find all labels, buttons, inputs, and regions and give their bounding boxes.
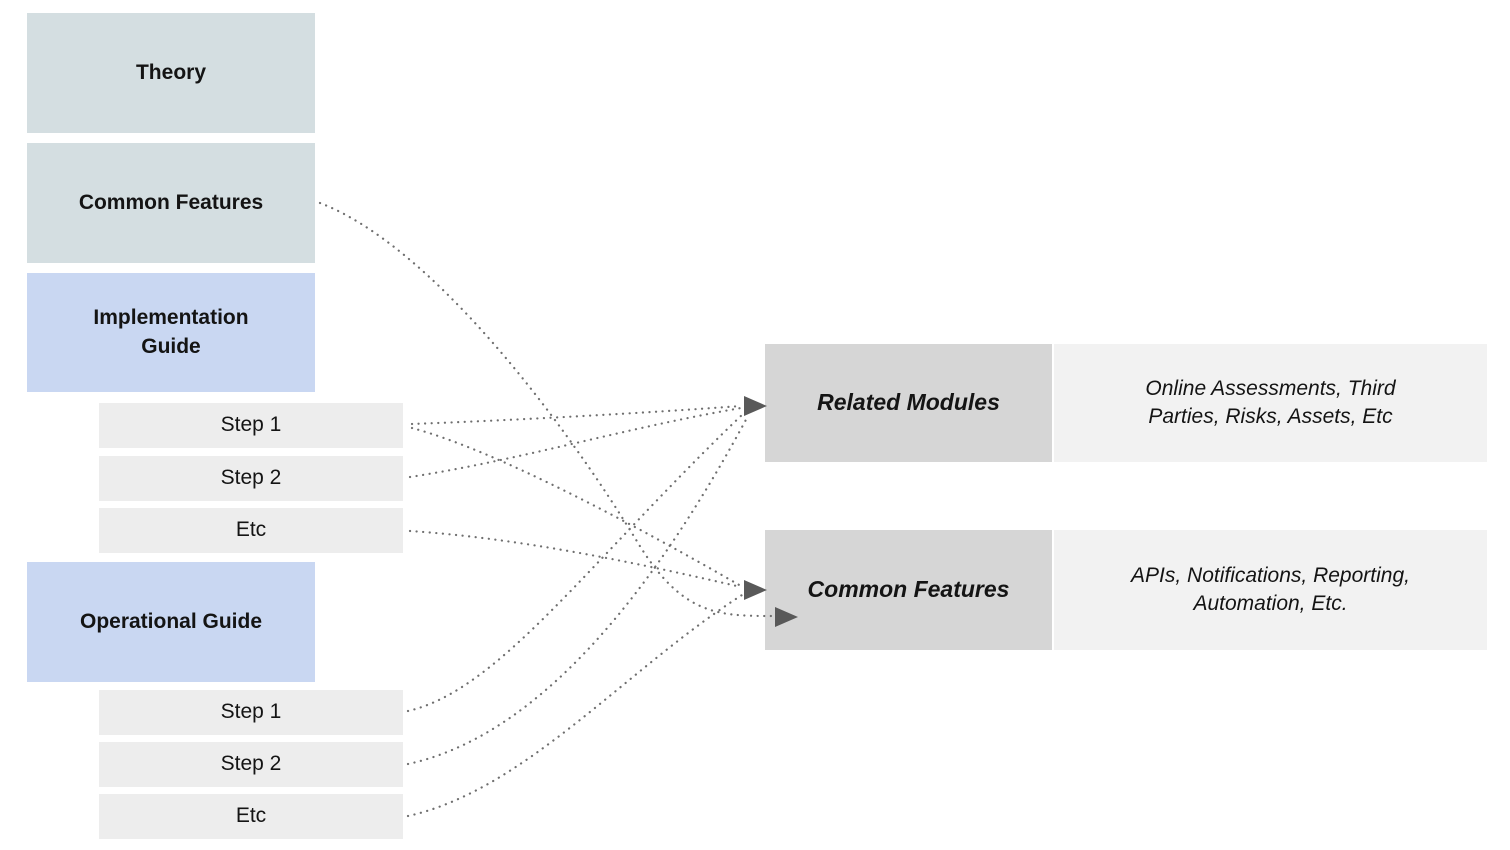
implementation-step-etc-box: Etc: [99, 508, 403, 553]
arrow-impl-step1-to-related-modules: [410, 404, 743, 426]
common-features-right-label: Common Features: [807, 576, 1010, 603]
implementation-step-etc-label: Etc: [235, 518, 267, 542]
implementation-guide-label: Implementation Guide: [93, 306, 249, 358]
implementation-step-2-box: Step 2: [99, 456, 403, 501]
operational-step-2-box: Step 2: [99, 742, 403, 787]
arrowhead-related-modules-icon: [744, 396, 767, 416]
arrow-op-step2-to-related-modules: [406, 414, 750, 766]
operational-step-1-label: Step 1: [220, 700, 282, 724]
arrow-op-step1-to-related-modules: [406, 410, 747, 713]
implementation-guide-box: Implementation Guide: [27, 273, 315, 392]
operational-step-2-label: Step 2: [220, 752, 282, 776]
theory-label: Theory: [135, 60, 206, 84]
common-features-right-label-box: Common Features: [765, 530, 1052, 650]
arrow-impl-step1-to-common-features: [410, 426, 743, 588]
common-features-left-label: Common Features: [78, 190, 264, 214]
arrow-op-etc-to-common-features: [406, 593, 744, 818]
related-modules-detail: Online Assessments, Third Parties, Risks…: [1145, 376, 1396, 428]
common-features-right-detail: APIs, Notifications, Reporting, Automati…: [1131, 563, 1410, 615]
related-modules-label: Related Modules: [817, 389, 1000, 416]
arrow-impl-etc-to-common-features: [408, 529, 743, 589]
arrow-impl-step2-to-related-modules: [408, 406, 743, 479]
common-features-right-detail-box: APIs, Notifications, Reporting, Automati…: [1054, 530, 1487, 650]
operational-guide-box: Operational Guide: [27, 562, 315, 682]
operational-guide-label: Operational Guide: [79, 609, 263, 633]
operational-step-etc-box: Etc: [99, 794, 403, 839]
related-modules-label-box: Related Modules: [765, 344, 1052, 462]
implementation-step-2-label: Step 2: [220, 466, 282, 490]
operational-step-1-box: Step 1: [99, 690, 403, 735]
operational-step-etc-label: Etc: [235, 804, 267, 828]
implementation-step-1-label: Step 1: [220, 413, 282, 437]
theory-box: Theory: [27, 13, 315, 133]
related-modules-detail-box: Online Assessments, Third Parties, Risks…: [1054, 344, 1487, 462]
implementation-step-1-box: Step 1: [99, 403, 403, 448]
common-features-left-box: Common Features: [27, 143, 315, 263]
arrowhead-common-features-upper-icon: [744, 580, 767, 600]
